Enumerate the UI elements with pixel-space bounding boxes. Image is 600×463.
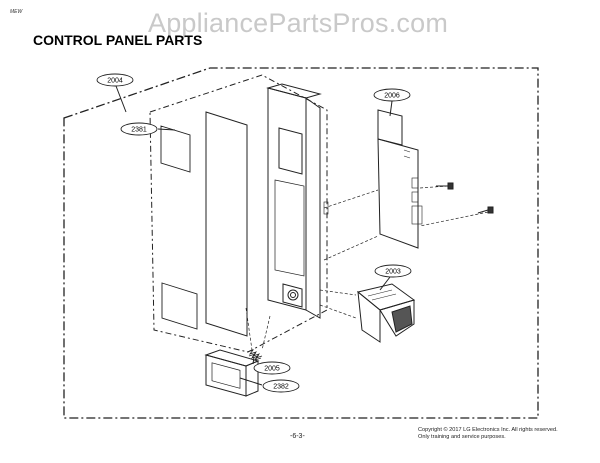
doc-code: MEW <box>10 9 23 15</box>
decor-panel <box>205 111 248 337</box>
callout-label: 2006 <box>384 93 400 100</box>
copyright-line: Copyright © 2017 LG Electronics Inc. All… <box>418 427 558 433</box>
screw-lower <box>477 206 494 214</box>
control-panel-frame <box>266 83 329 319</box>
control-pcb-2006 <box>377 109 423 249</box>
page-number: -6-3- <box>290 433 305 440</box>
callout-2003: 2003 <box>374 264 412 278</box>
panel-boundary <box>149 74 328 353</box>
spring-2005 <box>246 349 263 361</box>
assembly-boundary-2004 <box>63 67 539 419</box>
callout-2004: 2004 <box>96 73 134 87</box>
callout-2005: 2005 <box>253 361 291 375</box>
copyright-notice: Copyright © 2017 LG Electronics Inc. All… <box>418 427 558 441</box>
callout-label: 2004 <box>107 78 123 85</box>
push-button-2382 <box>204 349 260 397</box>
membrane-bottom-part <box>161 282 198 330</box>
watermark: AppliancePartsPros.com <box>148 8 449 38</box>
copyright-line: Only training and service purposes. <box>418 434 506 440</box>
callout-label: 2003 <box>385 269 401 276</box>
callout-label: 2382 <box>273 384 289 391</box>
callout-label: 2381 <box>131 127 147 134</box>
callout-label: 2005 <box>264 366 280 373</box>
membrane-top-part <box>160 125 191 173</box>
callout-2381: 2381 <box>120 122 158 136</box>
screw-upper <box>436 182 454 190</box>
latch-assembly-2003 <box>356 283 416 343</box>
callout-2006: 2006 <box>373 88 411 102</box>
page-title: CONTROL PANEL PARTS <box>33 32 203 48</box>
callout-2382: 2382 <box>262 379 300 393</box>
